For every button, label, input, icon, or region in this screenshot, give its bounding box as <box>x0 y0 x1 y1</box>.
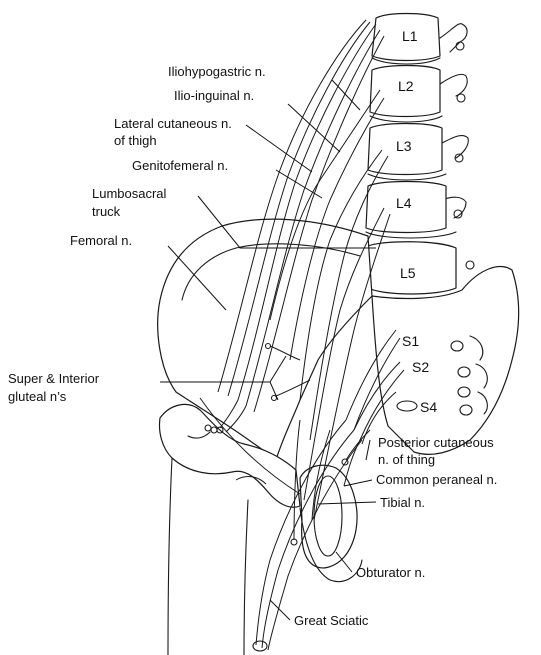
posterior-cutaneous-cut <box>342 459 348 465</box>
lumbar-spine <box>366 14 474 295</box>
pelvis-and-femur <box>158 219 372 655</box>
sacrum-outline <box>372 267 519 455</box>
label-l1: L1 <box>402 28 418 44</box>
process-tip-l2 <box>457 94 465 102</box>
label-ilioinguinal: Ilio-inguinal n. <box>174 88 254 103</box>
label-s2: S2 <box>412 359 429 375</box>
sacrum <box>372 267 519 455</box>
obturator-ring <box>300 465 357 568</box>
label-s4: S4 <box>420 399 437 415</box>
process-tip-l5 <box>466 261 474 269</box>
spinous-process-l3 <box>440 136 468 158</box>
label-posterior-cutaneous-1: Posterior cutaneous <box>378 435 494 450</box>
spinous-process-l2 <box>440 74 467 96</box>
label-lumbosacral-2: truck <box>92 204 121 219</box>
sciatic-cut-end <box>253 641 267 651</box>
label-tibial: Tibial n. <box>380 495 425 510</box>
leader-ilioinguinal <box>288 104 340 152</box>
femur-shaft-right <box>244 500 248 655</box>
label-gluteal-1: Super & Interior <box>8 371 100 386</box>
label-gluteal-2: gluteal n’s <box>8 389 67 404</box>
label-l2: L2 <box>398 78 414 94</box>
label-femoral: Femoral n. <box>70 233 132 248</box>
label-great-sciatic: Great Sciatic <box>294 613 369 628</box>
leader-lateral-cutaneous <box>246 125 312 172</box>
label-l3: L3 <box>396 138 412 154</box>
label-s1: S1 <box>402 333 419 349</box>
label-common-peroneal: Common peraneal n. <box>376 472 497 487</box>
label-genitofemoral: Genitofemeral n. <box>132 158 228 173</box>
label-iliohypogastric: Iliohypogastric n. <box>168 64 266 79</box>
label-lateral-cutaneous-1: Lateral cutaneous n. <box>114 116 232 131</box>
label-lumbosacral-1: Lumbosacral <box>92 186 167 201</box>
label-posterior-cutaneous-2: n. of thing <box>378 452 435 467</box>
label-lateral-cutaneous-2: of thigh <box>114 133 157 148</box>
leader-posterior-cutaneous <box>366 440 370 460</box>
label-l5: L5 <box>400 265 416 281</box>
label-obturator: Obturator n. <box>356 565 425 580</box>
leader-iliohypogastric <box>332 80 360 110</box>
femur-shaft-left <box>168 458 172 655</box>
process-tip-l1 <box>456 42 464 50</box>
label-l4: L4 <box>396 195 412 211</box>
